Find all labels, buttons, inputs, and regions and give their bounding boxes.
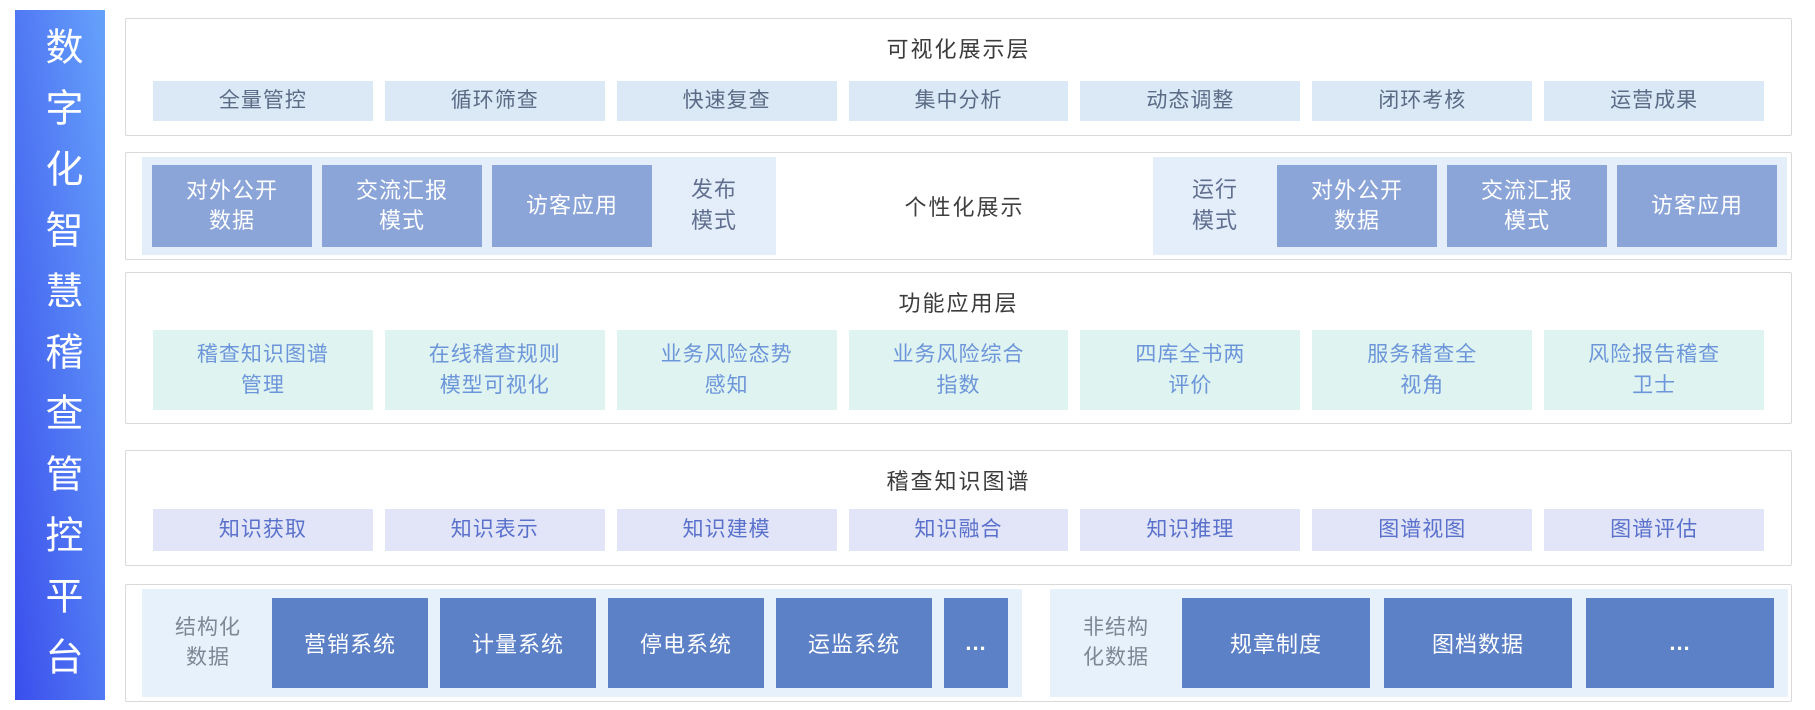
structured-data-group: 结构化 数据 营销系统计量系统停电系统运监系统... bbox=[142, 589, 1022, 697]
visualization-item: 运营成果 bbox=[1544, 81, 1765, 121]
mode-box: 对外公开 数据 bbox=[1277, 165, 1437, 247]
function-item: 四库全书两 评价 bbox=[1080, 330, 1301, 410]
publish-mode-group: 对外公开 数据交流汇报 模式访客应用 发布 模式 bbox=[142, 157, 776, 255]
panel-function-layer: 功能应用层 稽查知识图谱 管理在线稽查规则 模型可视化业务风险态势 感知业务风险… bbox=[125, 272, 1792, 424]
knowledge-item: 知识建模 bbox=[616, 509, 837, 551]
run-mode-label: 运行 模式 bbox=[1191, 177, 1238, 233]
visualization-item: 快速复查 bbox=[616, 81, 837, 121]
mode-box: 交流汇报 模式 bbox=[322, 165, 482, 247]
knowledge-item: 知识获取 bbox=[153, 509, 373, 551]
knowledge-item: 图谱评估 bbox=[1544, 509, 1765, 551]
function-layer-title: 功能应用层 bbox=[898, 291, 1019, 316]
knowledge-item: 知识表示 bbox=[384, 509, 605, 551]
unstructured-data-group: 非结构 化数据 规章制度图档数据... bbox=[1050, 589, 1788, 697]
run-mode-boxes: 对外公开 数据交流汇报 模式访客应用 bbox=[1277, 165, 1777, 247]
knowledge-item: 图谱视图 bbox=[1312, 509, 1533, 551]
system-box: 运监系统 bbox=[776, 598, 932, 688]
personalized-display-label: 个性化展示 bbox=[904, 195, 1025, 220]
knowledge-graph-title: 稽查知识图谱 bbox=[886, 469, 1031, 494]
function-item: 业务风险态势 感知 bbox=[616, 330, 837, 410]
run-mode-group: 运行 模式 对外公开 数据交流汇报 模式访客应用 bbox=[1153, 157, 1787, 255]
mode-box: 交流汇报 模式 bbox=[1447, 165, 1607, 247]
panel-display-modes: 对外公开 数据交流汇报 模式访客应用 发布 模式 个性化展示 运行 模式 对外公… bbox=[125, 152, 1792, 260]
visualization-layer-title: 可视化展示层 bbox=[886, 37, 1031, 62]
panel-visualization-layer: 可视化展示层 全量管控循环筛查快速复查集中分析动态调整闭环考核运营成果 bbox=[125, 18, 1792, 136]
panel-data-layer: 结构化 数据 营销系统计量系统停电系统运监系统... 非结构 化数据 规章制度图… bbox=[125, 584, 1792, 702]
platform-sidebar: 数字化智慧稽查管控平台 bbox=[15, 10, 105, 700]
mode-box: 对外公开 数据 bbox=[152, 165, 312, 247]
function-item: 业务风险综合 指数 bbox=[848, 330, 1069, 410]
visualization-item: 全量管控 bbox=[153, 81, 373, 121]
platform-title: 数字化智慧稽查管控平台 bbox=[39, 26, 81, 698]
visualization-item: 循环筛查 bbox=[384, 81, 605, 121]
function-items-row: 稽查知识图谱 管理在线稽查规则 模型可视化业务风险态势 感知业务风险综合 指数四… bbox=[126, 330, 1791, 410]
knowledge-items-row: 知识获取知识表示知识建模知识融合知识推理图谱视图图谱评估 bbox=[126, 509, 1791, 551]
system-box: 规章制度 bbox=[1182, 598, 1370, 688]
knowledge-item: 知识推理 bbox=[1080, 509, 1301, 551]
system-box: ... bbox=[944, 598, 1008, 688]
unstructured-data-label: 非结构 化数据 bbox=[1083, 615, 1149, 669]
structured-data-boxes: 营销系统计量系统停电系统运监系统... bbox=[272, 598, 1008, 688]
system-box: 营销系统 bbox=[272, 598, 428, 688]
knowledge-item: 知识融合 bbox=[848, 509, 1069, 551]
function-item: 风险报告稽查 卫士 bbox=[1544, 330, 1765, 410]
panel-knowledge-graph-layer: 稽查知识图谱 知识获取知识表示知识建模知识融合知识推理图谱视图图谱评估 bbox=[125, 450, 1792, 566]
publish-mode-boxes: 对外公开 数据交流汇报 模式访客应用 bbox=[152, 165, 652, 247]
visualization-items-row: 全量管控循环筛查快速复查集中分析动态调整闭环考核运营成果 bbox=[126, 81, 1791, 121]
system-box: 图档数据 bbox=[1384, 598, 1572, 688]
function-item: 服务稽查全 视角 bbox=[1312, 330, 1533, 410]
structured-data-label: 结构化 数据 bbox=[175, 615, 241, 669]
system-box: ... bbox=[1586, 598, 1774, 688]
visualization-item: 动态调整 bbox=[1080, 81, 1301, 121]
system-box: 停电系统 bbox=[608, 598, 764, 688]
mode-box: 访客应用 bbox=[492, 165, 652, 247]
visualization-item: 闭环考核 bbox=[1312, 81, 1533, 121]
publish-mode-label: 发布 模式 bbox=[690, 177, 737, 233]
mode-box: 访客应用 bbox=[1617, 165, 1777, 247]
visualization-item: 集中分析 bbox=[848, 81, 1069, 121]
system-box: 计量系统 bbox=[440, 598, 596, 688]
function-item: 稽查知识图谱 管理 bbox=[153, 330, 373, 410]
unstructured-data-boxes: 规章制度图档数据... bbox=[1182, 598, 1774, 688]
function-item: 在线稽查规则 模型可视化 bbox=[384, 330, 605, 410]
